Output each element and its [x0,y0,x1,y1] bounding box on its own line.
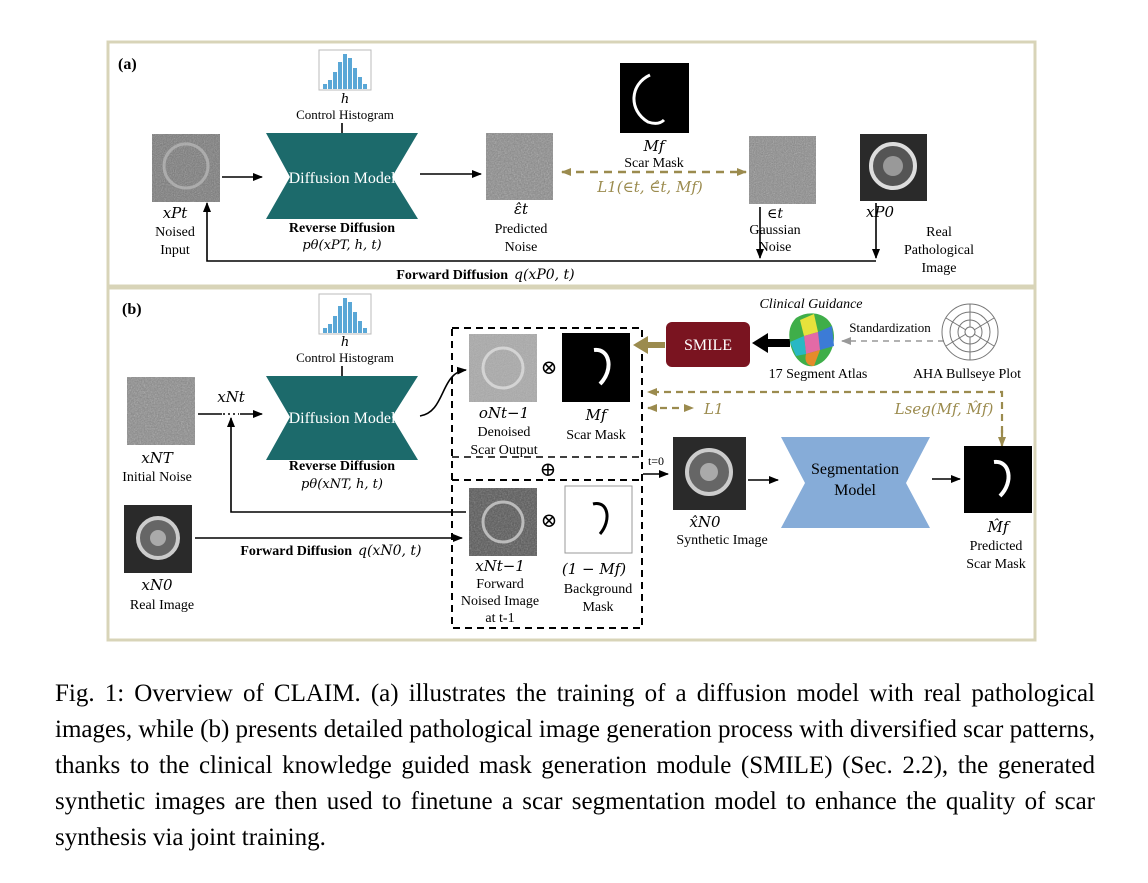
histogram-b-icon [318,293,372,335]
scar-mask-a-label: Scar Mask [624,156,684,171]
panel-b-tag: (b) [122,301,142,318]
standardization-label: Standardization [849,320,931,335]
scar-mask-a-image [620,63,689,133]
panel-b-frame [106,286,1037,642]
t0-label: t=0 [648,454,664,468]
noised-input-symbol: xPt [163,204,189,222]
figure-caption: Fig. 1: Overview of CLAIM. (a) illustrat… [55,680,1095,851]
noised-input-label-2: Input [160,243,190,258]
gaussian-noise-symbol: ∈t [767,206,783,222]
scar-mask-b-label: Scar Mask [566,428,626,443]
composition-group-box [451,327,643,629]
gaussian-noise-label-2: Noise [759,240,792,255]
histogram-icon [318,49,372,91]
reverse-diffusion-a-label: Reverse Diffusion [289,221,395,236]
forward-diffusion-a-formula: q(xP0, t) [514,267,575,283]
aha-bullseye-icon [941,303,999,361]
histogram-symbol: h [341,92,349,107]
histogram-b-symbol: h [341,335,349,350]
forward-diffusion-b-label: Forward Diffusion [240,544,352,559]
forward-noised-label-2: Noised Image [461,594,539,609]
atlas-label: 17 Segment Atlas [769,367,868,382]
predicted-noise-label-2: Noise [505,240,538,255]
background-mask-image [564,485,633,554]
denoised-symbol: oNt−1 [479,404,529,422]
panel-a-frame [106,40,1037,288]
initial-noise-label: Initial Noise [122,470,192,485]
forward-diffusion-b-formula: q(xN0, t) [358,543,421,559]
scar-mask-b-image [562,333,630,402]
segmentation-model [781,437,930,528]
clinical-guidance-label: Clinical Guidance [759,297,862,312]
oplus-symbol: ⊕ [540,459,557,481]
claim-overview-diagram: (a) h Control Histogram xPt Noised Input… [106,40,1037,642]
reverse-diffusion-b-formula: pθ(xNT, h, t) [301,477,383,492]
histogram-b-label: Control Histogram [296,350,394,365]
scar-mask-b-symbol: Mf [585,406,609,424]
loss-l1-a: L1(∈t, ∈̂t, Mf) [596,178,703,196]
denoised-label-1: Denoised [478,425,531,440]
predicted-noise-label-1: Predicted [495,222,548,237]
panel-a-tag: (a) [118,56,137,73]
initial-noise-symbol: xNT [141,449,174,467]
smile-label: SMILE [684,337,732,354]
otimes-top: ⊗ [541,357,558,379]
real-image-a-label-2: Pathological [904,243,974,258]
real-image-a-label-3: Image [922,261,957,276]
real-image-b-symbol: xN0 [141,576,173,594]
synthetic-label: Synthetic Image [676,533,767,548]
xnt-symbol: xNt [217,388,246,406]
diffusion-model-b-label: Diffusion Model [289,410,396,427]
segmentation-label-1: Segmentation [811,461,899,478]
loss-l1-b: L1 [703,400,724,418]
scar-mask-a-symbol: Mf [643,137,667,155]
otimes-bottom: ⊗ [541,510,558,532]
predicted-noise-symbol: ε̂t [514,200,529,218]
forward-noised-label-1: Forward [476,577,523,592]
gaussian-noise-label-1: Gaussian [749,223,800,238]
bullseye-label: AHA Bullseye Plot [913,367,1021,382]
background-mask-label-1: Background [564,582,632,597]
background-mask-symbol: (1 − Mf) [562,560,626,578]
predicted-mask-image [964,446,1032,513]
real-image-b-label: Real Image [130,598,194,613]
predicted-mask-label-2: Scar Mask [966,557,1026,572]
predicted-mask-symbol: M̂f [987,518,1011,536]
diffusion-model-b [266,376,418,460]
background-mask-label-2: Mask [582,600,613,615]
diffusion-model-a-label: Diffusion Model [289,170,396,187]
real-image-a-label-1: Real [926,225,952,240]
histogram-label: Control Histogram [296,107,394,122]
synthetic-symbol: x̂N0 [689,513,721,531]
forward-noised-symbol: xNt−1 [475,557,525,575]
reverse-diffusion-a-formula: pθ(xPT, h, t) [302,238,381,253]
segmentation-label-2: Model [834,482,876,499]
noised-input-label-1: Noised [155,225,195,240]
loss-lseg: Lseg(Mf, M̂f) [894,400,994,418]
predicted-mask-label-1: Predicted [970,539,1023,554]
forward-diffusion-a-label: Forward Diffusion [396,268,508,283]
reverse-diffusion-b-label: Reverse Diffusion [289,459,395,474]
real-image-a-symbol: xP0 [866,203,895,221]
17-segment-atlas-icon [789,313,834,367]
denoised-label-2: Scar Output [470,443,537,458]
diffusion-model-a [266,133,418,219]
smile-module [666,322,750,367]
forward-noised-label-3: at t-1 [485,611,514,626]
